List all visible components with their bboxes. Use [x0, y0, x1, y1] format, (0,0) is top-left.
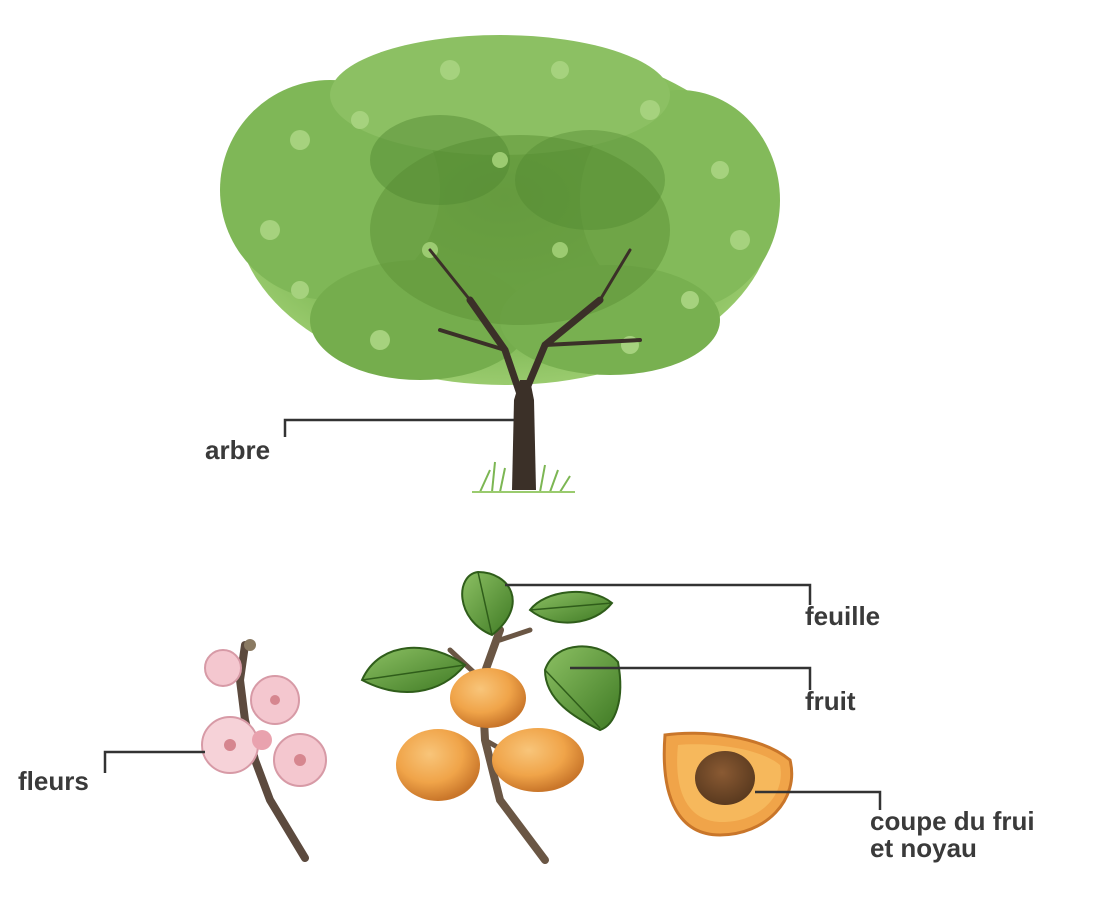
fruit-pit — [695, 751, 755, 805]
label-fleurs: fleurs — [18, 768, 89, 795]
fruit-cross-section — [664, 733, 791, 835]
tree-illustration — [220, 35, 780, 492]
fruiting-branch — [362, 572, 620, 860]
label-coupe-line-1: coupe du frui — [870, 808, 1035, 835]
leader-line-arbre — [285, 420, 514, 437]
flowering-branch — [202, 639, 326, 858]
blossom-cluster — [202, 639, 326, 786]
tree-canopy — [220, 35, 780, 385]
leader-line-fleurs — [105, 752, 205, 773]
label-fruit: fruit — [805, 688, 856, 715]
label-coupe-du-fruit: coupe du frui et noyau — [870, 808, 1035, 863]
label-arbre: arbre — [205, 437, 270, 464]
label-feuille: feuille — [805, 603, 880, 630]
label-coupe-line-2: et noyau — [870, 835, 1035, 862]
tree-trunk — [512, 380, 536, 490]
